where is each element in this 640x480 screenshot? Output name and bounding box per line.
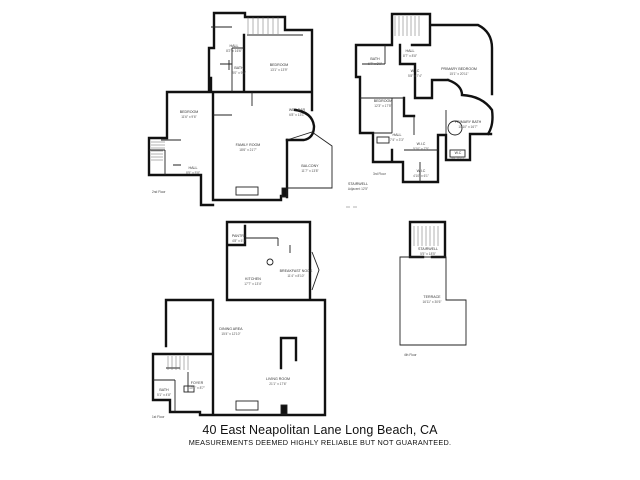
first-floor-label: 1st Floor — [152, 415, 165, 419]
fourth-stairwell-walls — [408, 220, 447, 259]
first-floor-fixtures — [183, 251, 320, 415]
second-balcony-dim: 11'7" x 13'8" — [301, 169, 318, 173]
second-floor-stairs — [151, 17, 279, 161]
first-bath-dim: 5'1" x 4'8" — [157, 393, 171, 397]
fourth-stairwell-dim: 5'5" x 18'5" — [420, 252, 436, 256]
third-wic-mid-dim: 5'10" x 7'5" — [413, 147, 429, 151]
first-foyer-dim: 10'1" x 8'7" — [189, 386, 205, 390]
terrace-outline — [399, 256, 467, 346]
fourth-floor-label: 4th Floor — [404, 353, 418, 357]
second-bedroom-w-dim: 11'6" x 9'6" — [181, 115, 196, 119]
second-bedroom-ne-name: BEDROOM — [270, 63, 289, 67]
second-bath-dim: 8'0" x 9'0" — [232, 71, 246, 75]
first-foyer-name: FOYER — [191, 381, 204, 385]
first-dining-name: DINING AREA — [219, 327, 243, 331]
third-wic-bottom-name: W.I.C — [417, 169, 426, 173]
first-pantry-name: PANTRY — [232, 234, 247, 238]
first-floor-plan: PANTRY 4'8" x 5'1" KITCHEN 17'7" x 13'4"… — [151, 220, 327, 419]
second-floor-walls — [147, 11, 314, 207]
third-primary-bath-name: PRIMARY BATH — [455, 120, 482, 124]
third-primary-bath-dim: 10'10" x 16'7" — [458, 125, 477, 129]
fourth-terrace-name: TERRACE — [423, 295, 441, 299]
third-bath-dim: 6'7" x 8'0" — [368, 62, 382, 66]
fourth-floor-stairs — [413, 226, 439, 246]
third-floor-plan: BATH 6'7" x 8'0" HALL 8'7" x 8'8" W.I.C … — [346, 12, 494, 208]
second-floor-label: 2nd Floor — [152, 190, 166, 194]
second-wet-bar-name: WET BAR — [289, 108, 306, 112]
first-kitchen-dim: 17'7" x 13'4" — [244, 282, 261, 286]
first-living-dim: 21'1" x 17'6" — [269, 382, 286, 386]
second-hall-sw-name: HALL — [189, 166, 198, 170]
balcony-outline — [286, 131, 333, 189]
third-primary-bed-dim: 15'1" x 20'11" — [449, 72, 468, 76]
third-hall2-dim: 7'4" x 3'3" — [390, 138, 404, 142]
fourth-floor-plan: STAIRWELL 5'5" x 18'5" TERRACE 16'11" x … — [399, 220, 467, 357]
first-floor-stairs — [167, 356, 189, 370]
third-hall-dim: 8'7" x 8'8" — [403, 54, 417, 58]
third-floor-stairs — [394, 16, 420, 36]
second-balcony-name: BALCONY — [301, 164, 319, 168]
second-family-name: FAMILY ROOM — [236, 143, 261, 147]
first-floor-interior — [153, 237, 291, 412]
first-breakfast-name: BREAKFAST NOOK — [280, 269, 313, 273]
second-bedroom-w-name: BEDROOM — [180, 110, 199, 114]
third-wic-mid-name: W.I.C — [417, 142, 426, 146]
measurement-disclaimer: MEASUREMENTS DEEMED HIGHLY RELIABLE BUT … — [188, 438, 452, 447]
first-kitchen-name: KITCHEN — [245, 277, 261, 281]
second-wet-bar-dim: 6'8" x 13'1" — [289, 113, 305, 117]
second-family-dim: 18'6" x 21'7" — [239, 148, 256, 152]
first-floor-walls — [151, 220, 327, 417]
first-breakfast-dim: 11'4" x 8'10" — [287, 274, 304, 278]
third-floor-walls — [354, 12, 494, 184]
third-wc-name: W.C — [455, 151, 462, 155]
third-wc-dim: 3'0" x 6'1" — [451, 156, 465, 160]
second-hall-top-name: HALL — [230, 44, 239, 48]
third-wic-top-dim: 5'8" x 7'4" — [408, 74, 422, 78]
second-hall-sw-dim: 8'5" x 5'8" — [186, 171, 200, 175]
third-bedroom-dim: 12'3" x 17'5" — [374, 104, 391, 108]
first-dining-dim: 15'4" x 12'10" — [221, 332, 240, 336]
third-stairwell-dim: Adjacent 12'5" — [348, 187, 368, 191]
second-bath-name: BATH — [234, 66, 244, 70]
third-hall2-name: HALL — [393, 133, 402, 137]
third-floor-fixtures — [376, 120, 466, 158]
third-hall-name: HALL — [406, 49, 415, 53]
second-floor-plan: HALL 8'2" x 16'6" BATH 8'0" x 9'0" BEDRO… — [147, 11, 333, 207]
third-primary-bed-name: PRIMARY BEDROOM — [441, 67, 477, 71]
wet-bar-bay-wall — [285, 108, 316, 142]
first-pantry-dim: 4'8" x 5'1" — [232, 239, 246, 243]
third-stairwell-name: STAIRWELL — [348, 182, 368, 186]
second-hall-top-dim: 8'2" x 16'6" — [226, 49, 242, 53]
third-floor-interior — [360, 45, 447, 182]
fourth-terrace-dim: 16'11" x 30'6" — [422, 300, 441, 304]
second-floor-interior — [149, 34, 303, 175]
third-floor-label: 3rd Floor — [373, 172, 387, 176]
third-wic-top-name: W.I.C — [411, 69, 420, 73]
third-wic-bottom-dim: 4'10" x 6'1" — [413, 174, 429, 178]
second-bedroom-ne-dim: 13'1" x 13'9" — [270, 68, 287, 72]
second-floor-fixtures — [211, 26, 288, 198]
first-bath-name: BATH — [159, 388, 169, 392]
property-address-title: 40 East Neapolitan Lane Long Beach, CA — [202, 423, 438, 437]
first-living-name: LIVING ROOM — [266, 377, 290, 381]
third-bedroom-name: BEDROOM — [374, 99, 393, 103]
third-bath-name: BATH — [370, 57, 380, 61]
fourth-stairwell-name: STAIRWELL — [418, 247, 438, 251]
